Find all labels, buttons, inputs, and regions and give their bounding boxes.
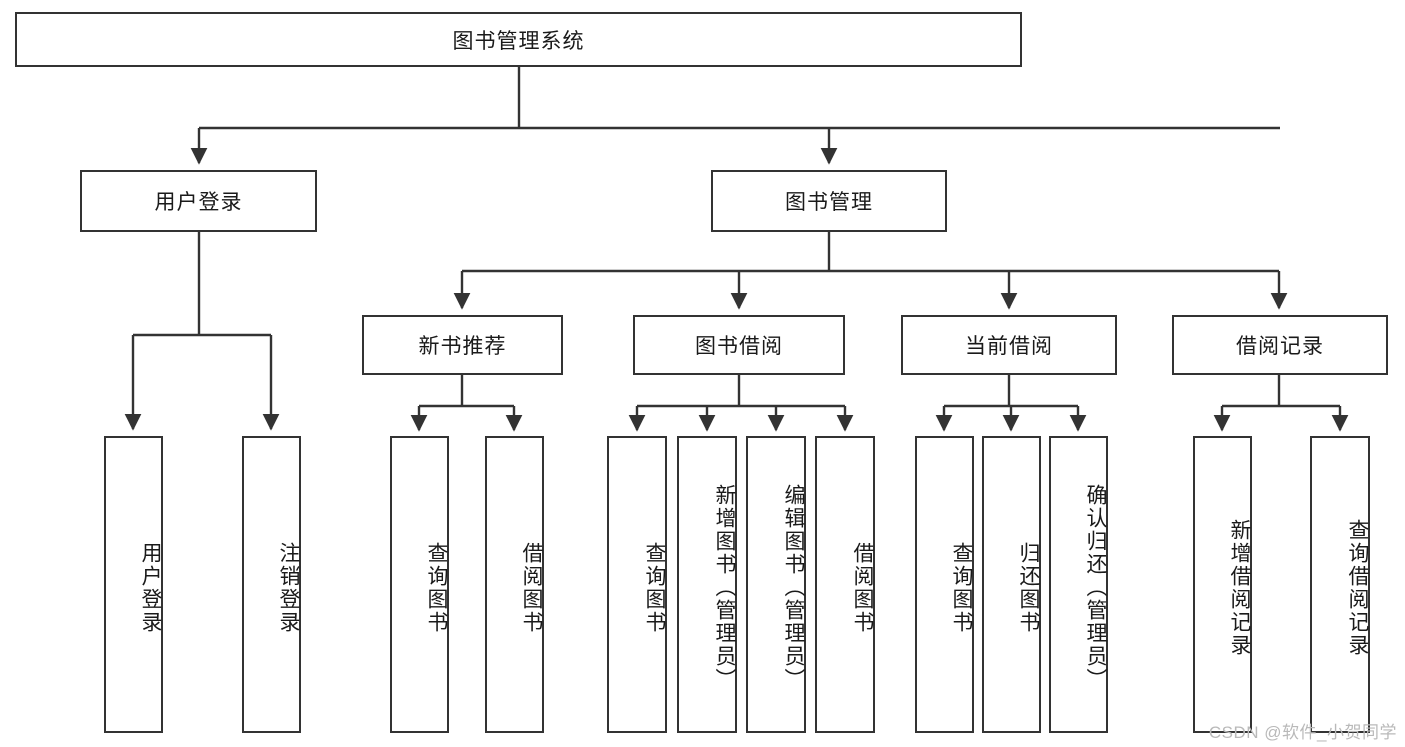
node-leaf-user-login-label: 用户登录 [139, 541, 162, 634]
node-leaf-edit-book-admin-label: 编辑图书（管理员） [782, 484, 805, 691]
node-leaf-return-book-label: 归还图书 [1017, 541, 1040, 634]
node-leaf-borrow-book-label: 借阅图书 [851, 541, 874, 634]
node-book-management-label: 图书管理 [785, 191, 873, 214]
node-root[interactable]: 图书管理系统 [15, 12, 1022, 67]
node-new-book-recommend[interactable]: 新书推荐 [362, 315, 563, 375]
node-leaf-add-book-admin-label: 新增图书（管理员） [713, 484, 736, 691]
node-root-label: 图书管理系统 [452, 29, 585, 53]
node-leaf-logout[interactable]: 注销登录 [242, 436, 301, 733]
node-leaf-add-borrow-record-label: 新增借阅记录 [1228, 518, 1251, 657]
node-leaf-query-book-recommend-label: 查询图书 [425, 541, 448, 634]
node-leaf-confirm-return-admin[interactable]: 确认归还（管理员） [1049, 436, 1108, 733]
node-book-borrow[interactable]: 图书借阅 [633, 315, 845, 375]
node-leaf-query-book-recommend[interactable]: 查询图书 [390, 436, 449, 733]
node-book-management[interactable]: 图书管理 [711, 170, 947, 232]
node-current-borrow-label: 当前借阅 [965, 335, 1053, 358]
node-current-borrow[interactable]: 当前借阅 [901, 315, 1117, 375]
node-user-login[interactable]: 用户登录 [80, 170, 317, 232]
node-leaf-user-login[interactable]: 用户登录 [104, 436, 163, 733]
node-leaf-borrow-book-recommend-label: 借阅图书 [520, 541, 543, 634]
node-book-borrow-label: 图书借阅 [695, 335, 783, 358]
node-borrow-record[interactable]: 借阅记录 [1172, 315, 1388, 375]
node-leaf-logout-label: 注销登录 [277, 541, 300, 634]
node-leaf-return-book[interactable]: 归还图书 [982, 436, 1041, 733]
node-leaf-add-borrow-record[interactable]: 新增借阅记录 [1193, 436, 1252, 733]
node-new-book-recommend-label: 新书推荐 [418, 335, 507, 358]
node-leaf-query-book-borrow[interactable]: 查询图书 [607, 436, 667, 733]
node-leaf-query-book-borrow-label: 查询图书 [643, 541, 666, 634]
node-leaf-confirm-return-admin-label: 确认归还（管理员） [1084, 484, 1107, 691]
node-leaf-borrow-book[interactable]: 借阅图书 [815, 436, 875, 733]
node-borrow-record-label: 借阅记录 [1236, 335, 1324, 358]
node-leaf-borrow-book-recommend[interactable]: 借阅图书 [485, 436, 544, 733]
node-leaf-query-book-current[interactable]: 查询图书 [915, 436, 974, 733]
node-user-login-label: 用户登录 [154, 191, 243, 214]
node-leaf-add-book-admin[interactable]: 新增图书（管理员） [677, 436, 737, 733]
node-leaf-query-borrow-record-label: 查询借阅记录 [1346, 518, 1369, 657]
node-leaf-query-borrow-record[interactable]: 查询借阅记录 [1310, 436, 1370, 733]
node-leaf-edit-book-admin[interactable]: 编辑图书（管理员） [746, 436, 806, 733]
node-leaf-query-book-current-label: 查询图书 [950, 541, 973, 634]
